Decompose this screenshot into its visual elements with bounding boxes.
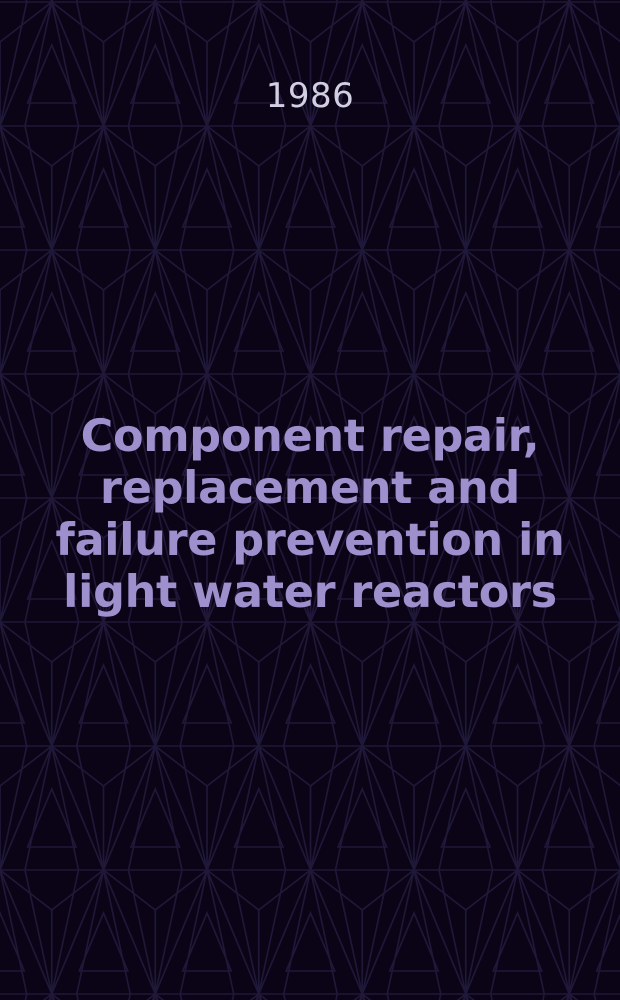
title-line: replacement and: [100, 463, 520, 514]
publication-year: 1986: [265, 76, 355, 116]
title-line: Component repair,: [80, 411, 540, 462]
title-line: light water reactors: [63, 567, 557, 618]
title-line: failure prevention in: [55, 515, 565, 566]
book-title: Component repair, replacement and failur…: [20, 411, 600, 619]
